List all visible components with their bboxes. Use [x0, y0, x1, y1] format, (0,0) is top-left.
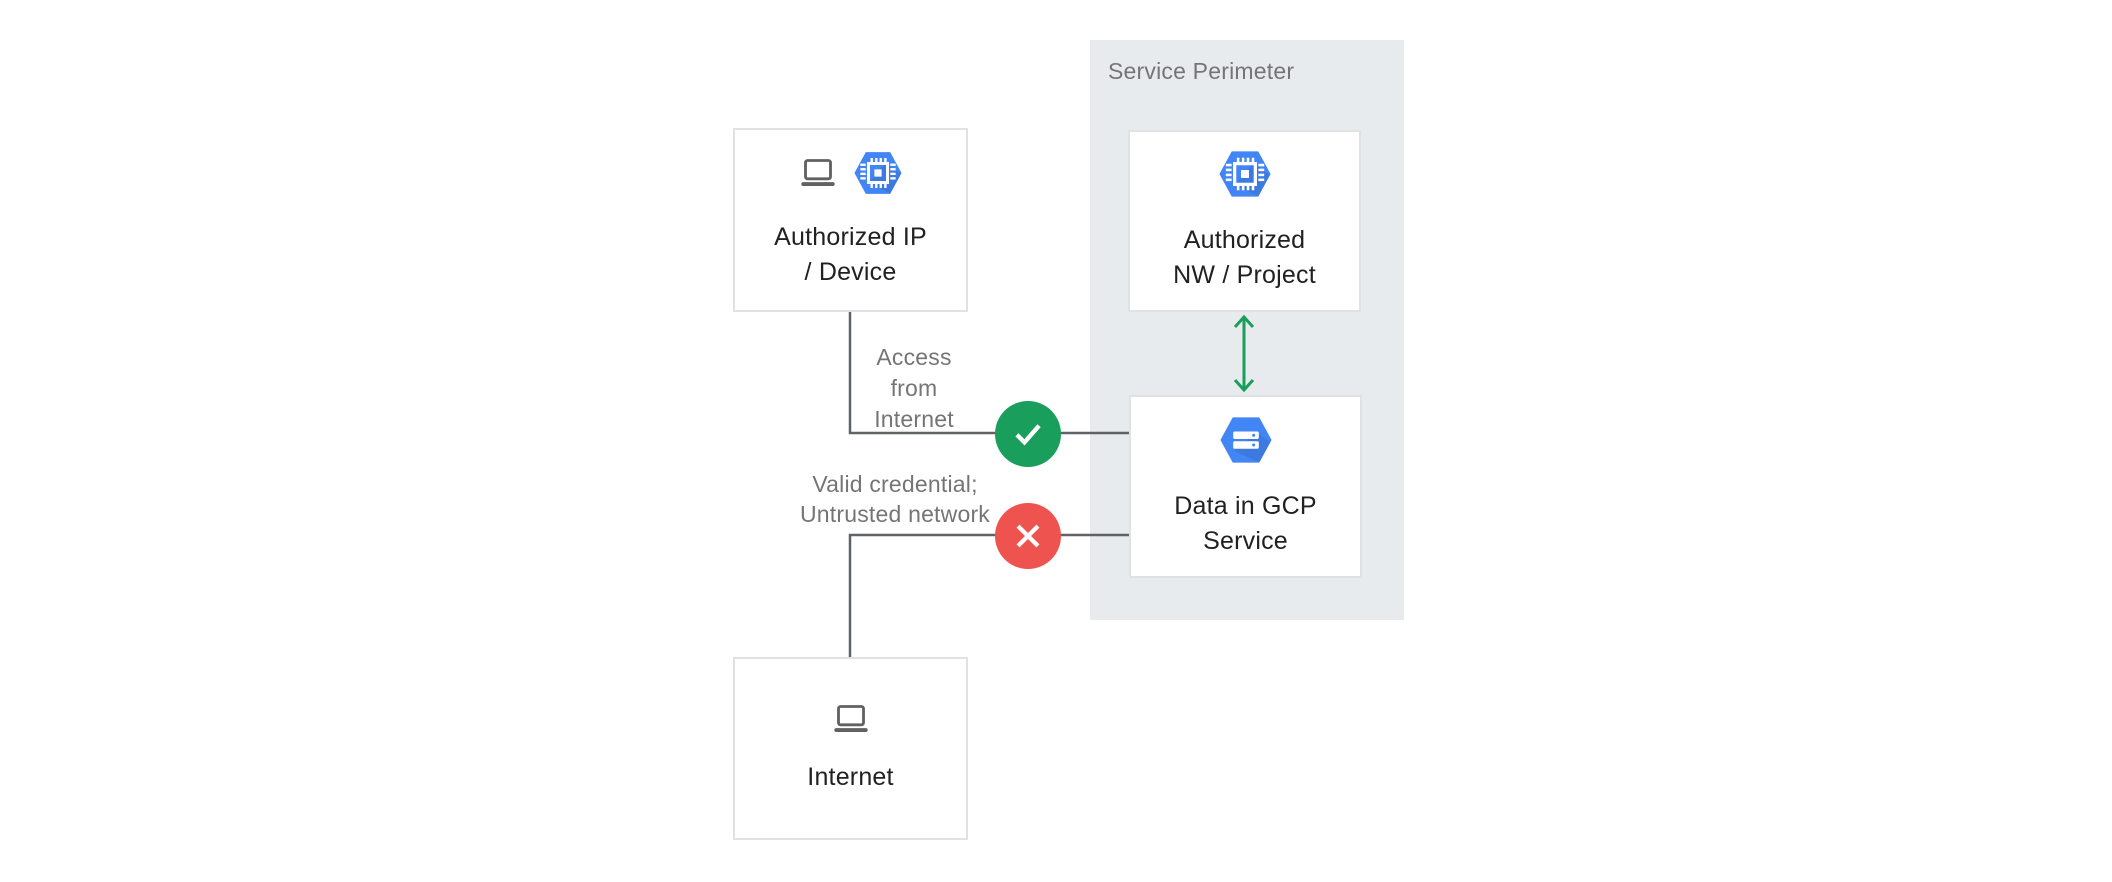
node-icons [1217, 149, 1273, 199]
node-label: Authorized IP / Device [774, 223, 927, 286]
node-label: Authorized NW / Project [1173, 226, 1316, 289]
deny-badge [995, 503, 1061, 569]
edge-label-access-from-internet: Access from Internet [874, 344, 954, 432]
node-data-in-gcp-service: Data in GCP Service [1129, 395, 1362, 578]
compute-hexagon-icon [1218, 151, 1271, 197]
node-label: Internet [807, 763, 894, 791]
allow-badge [995, 401, 1061, 467]
x-icon [1016, 524, 1040, 548]
storage-hexagon-icon [1219, 416, 1272, 463]
compute-hexagon-icon [853, 152, 902, 194]
node-icons [831, 702, 871, 736]
node-authorized-ip-device: Authorized IP / Device [733, 128, 968, 312]
node-icons [1218, 415, 1274, 465]
service-perimeter-label: Service Perimeter [1108, 58, 1295, 84]
check-icon [1015, 424, 1041, 446]
edge-label-valid-credential: Valid credential; Untrusted network [799, 471, 991, 527]
node-internet: Internet [733, 657, 968, 840]
edge-line-untrusted [848, 533, 1129, 657]
node-label: Data in GCP Service [1174, 491, 1317, 555]
node-authorized-nw-project: Authorized NW / Project [1128, 130, 1361, 312]
node-icons [798, 150, 904, 196]
laptop-icon [833, 705, 868, 732]
laptop-icon [800, 159, 835, 186]
